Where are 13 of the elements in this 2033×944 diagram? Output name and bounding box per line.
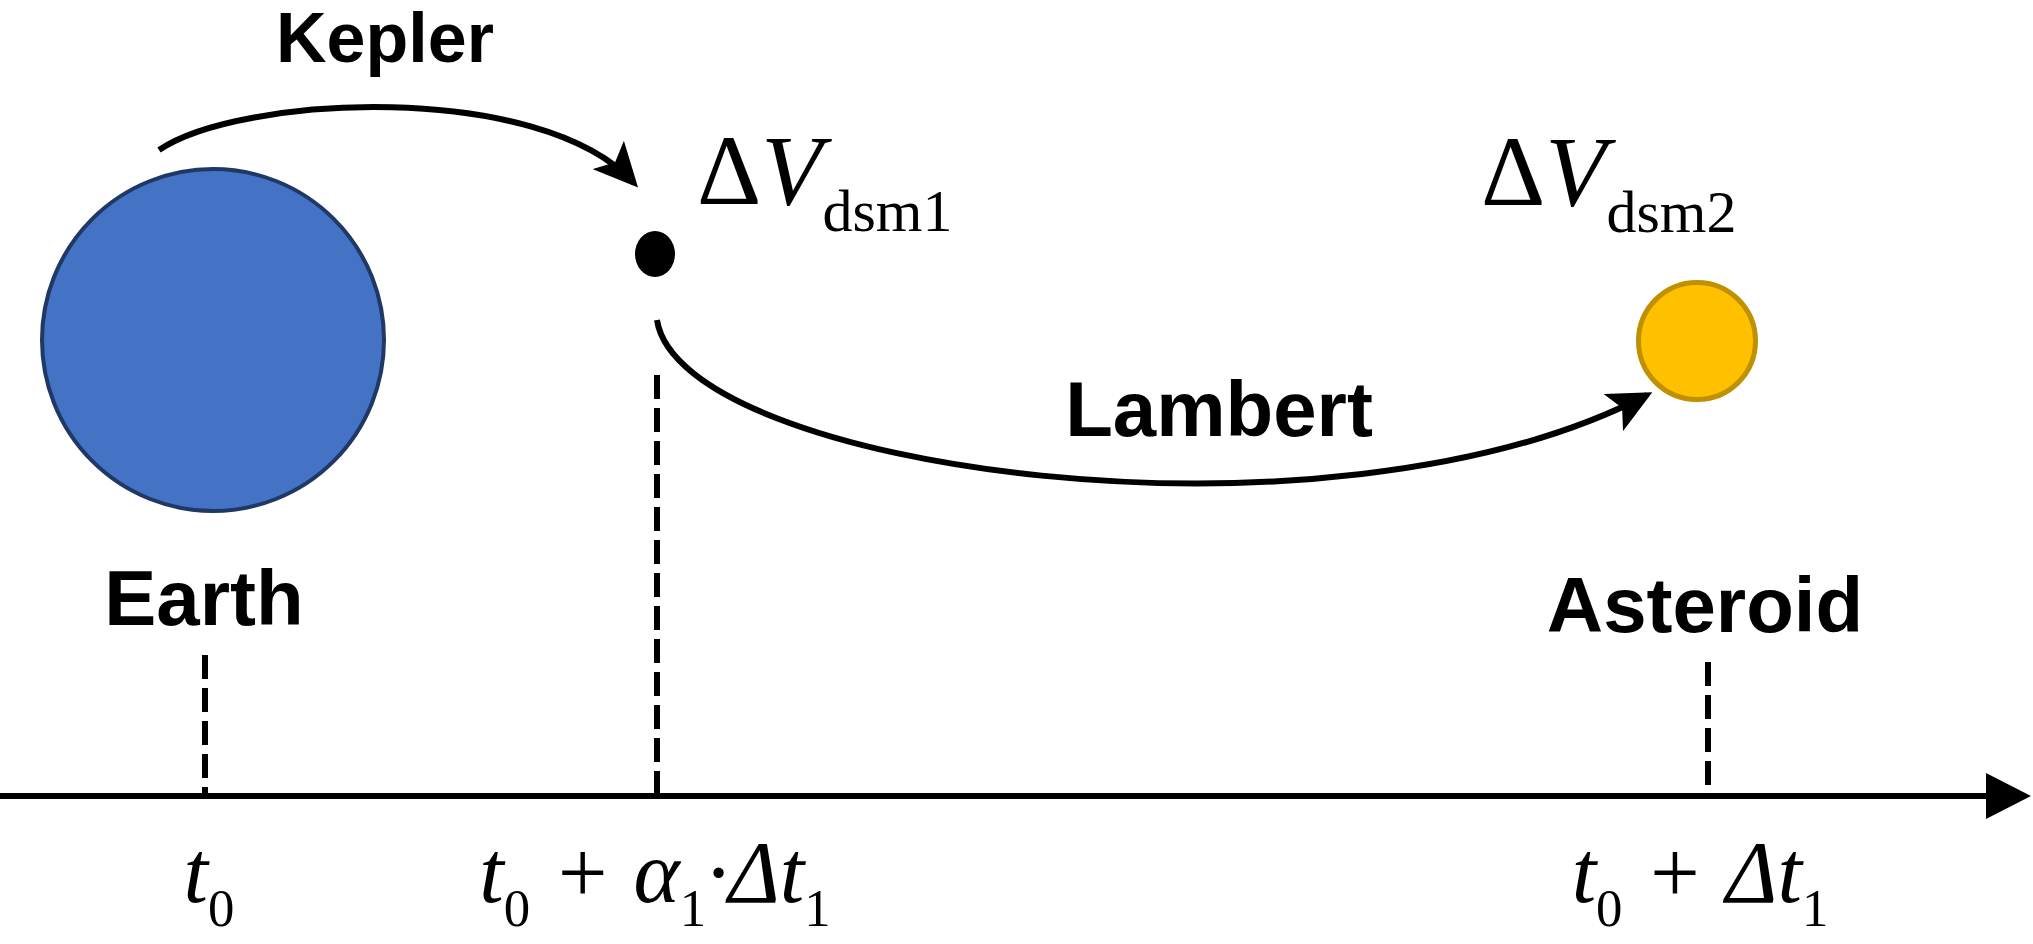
delta-v-label: ΔV$_{dsm2}$ [1481,122,1737,242]
delta-v-label: ΔV$_{dsm1}$ [697,121,953,241]
planet-circle [40,167,386,513]
body-name-label: Earth [104,559,304,637]
edge-label: Lambert [1065,370,1373,448]
body-name-label: Asteroid [1546,566,1864,644]
point-marker-icon [635,231,675,277]
time-label: t$_{0}$ + Δt$_{1}$ [1571,829,1829,935]
time-label: t$_{0}$ + α$_{1}$·Δt$_{1}$ [479,829,831,935]
trajectory-arrow [157,104,639,187]
trajectory-arrow [654,318,1653,486]
time-label: t$_{0}$ [183,829,235,935]
asteroid-circle [1636,280,1758,402]
